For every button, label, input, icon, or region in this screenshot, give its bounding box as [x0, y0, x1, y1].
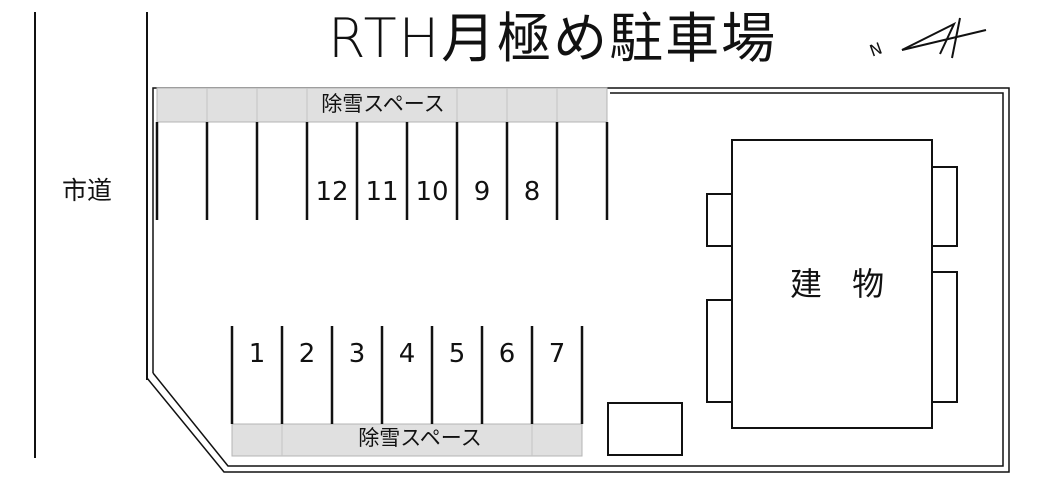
space-number-4: 4: [398, 339, 416, 369]
building-annex-left-2: [706, 299, 733, 403]
building-annex-left-1: [706, 193, 733, 247]
space-number-12: 12: [315, 177, 349, 207]
space-number-6: 6: [498, 339, 516, 369]
north-arrow-icon: [901, 17, 987, 59]
space-number-10: 10: [415, 177, 449, 207]
space-number-5: 5: [448, 339, 466, 369]
space-number-7: 7: [548, 339, 566, 369]
snow-space-bottom: [231, 423, 583, 457]
building-label: 建 物: [790, 265, 895, 303]
space-number-3: 3: [348, 339, 366, 369]
building-annex-right-1: [931, 166, 958, 247]
space-number-2: 2: [298, 339, 316, 369]
snow-space-dividers: [206, 88, 558, 456]
road-label: 市道: [62, 176, 113, 205]
space-number-9: 9: [473, 177, 491, 207]
lot-boundary-inner: [152, 92, 1004, 467]
page-title: RTH月極め駐車場: [328, 7, 778, 70]
lot-boundary-outer: [146, 87, 1010, 473]
snow-space-bottom-label: 除雪スペース: [358, 426, 482, 450]
snow-space-top: [156, 87, 608, 123]
bottom-stall-dividers: [230, 326, 584, 424]
space-number-11: 11: [365, 177, 399, 207]
space-number-8: 8: [523, 177, 541, 207]
space-number-1: 1: [248, 339, 266, 369]
snow-space-top-label: 除雪スペース: [321, 92, 445, 116]
top-stall-dividers: [155, 122, 609, 220]
building-annex-right-2: [931, 271, 958, 403]
small-structure: [607, 402, 683, 456]
